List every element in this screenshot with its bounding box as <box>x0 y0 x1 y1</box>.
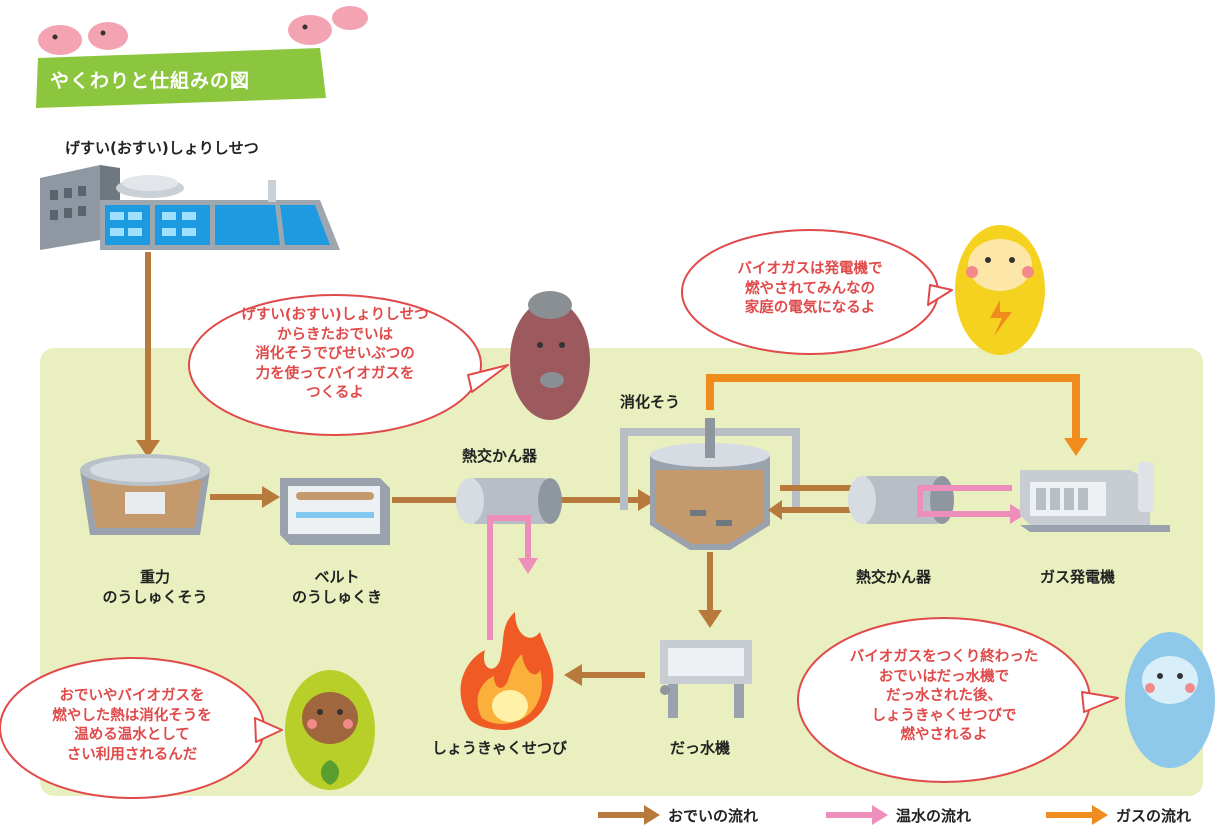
bubble-line: からきたおでいは <box>277 326 393 343</box>
bubble-sludge-after-text: バイオガスをつくり終わった おでいはだっ水機で だっ水された後、 しょうきゃくせ… <box>804 648 1084 746</box>
heat-exchanger-top-illustration <box>456 478 562 524</box>
incinerator-fire-illustration <box>460 612 554 730</box>
belt-thickener-illustration <box>280 478 390 545</box>
bubble-line: 消化そうでびせいぶつの <box>255 346 415 363</box>
legend-hot-water-label: 温水の流れ <box>896 807 972 825</box>
bubble-line: 力を使ってバイオガスを <box>255 365 415 382</box>
bubble-line: だっ水された後、 <box>886 688 1002 705</box>
dewatering-label: だっ水機 <box>670 739 731 757</box>
bubble-line: 燃やされるよ <box>900 727 988 744</box>
bubble-line: げすい(おすい)しょりしせつ <box>241 307 429 323</box>
gravity-thickener-label-line2: のうしゅくそう <box>102 588 208 607</box>
purple-mascot <box>510 291 590 420</box>
bubble-line: つくるよ <box>306 385 364 402</box>
gravity-thickener-illustration <box>80 454 210 535</box>
bubble-line: 燃やされてみんなの <box>744 280 876 297</box>
belt-thickener-label-line2: のうしゅくき <box>291 588 382 607</box>
legend-gas-label: ガスの流れ <box>1116 807 1192 825</box>
digester-illustration <box>620 418 800 550</box>
gas-flow-digester-to-generator <box>706 374 1080 440</box>
digester-label: 消化そう <box>620 393 681 411</box>
bubble-line: バイオガスは発電機で <box>737 261 883 277</box>
gravity-thickener-label-line1: 重力 <box>139 568 170 586</box>
bubble-heat-reuse-text: おでいやバイオガスを 燃やした熱は消化そうを 温める温水として さい利用されるん… <box>12 687 252 765</box>
speech-bubble-digester <box>188 294 482 436</box>
hot-water-flow-heat-exchanger-top <box>487 515 531 640</box>
bubble-line: しょうきゃくせつびで <box>871 707 1017 724</box>
incinerator-label: しょうきゃくせつび <box>432 739 568 757</box>
hot-water-flow-generator-to-exchanger <box>917 485 1012 517</box>
bird-mascots-decor <box>38 6 368 55</box>
bubble-line: おでいはだっ水機で <box>878 668 1010 685</box>
sewage-plant-illustration <box>40 165 340 250</box>
title-banner-shape <box>36 48 326 108</box>
bubble-line: 燃やした熱は消化そうを <box>52 707 212 724</box>
heat-exchanger-right-label: 熱交かん器 <box>856 568 932 586</box>
bubble-line: 家庭の電気になるよ <box>744 300 876 317</box>
sewage-plant-label: げすい(おすい)しょりしせつ <box>65 139 259 157</box>
gravity-thickener-label: 重力 のうしゅくそう <box>80 567 230 608</box>
blue-mascot <box>1125 632 1215 768</box>
dewatering-machine-illustration <box>660 640 752 718</box>
bubble-line: おでいやバイオガスを <box>59 688 205 704</box>
bubble-line: バイオガスをつくり終わった <box>849 649 1039 665</box>
green-mascot <box>285 670 375 790</box>
legend <box>598 805 1108 825</box>
bubble-biogas-power-text: バイオガスは発電機で 燃やされてみんなの 家庭の電気になるよ <box>690 260 930 319</box>
belt-thickener-label-line1: ベルト <box>314 568 360 586</box>
bubble-line: 温める温水として <box>74 727 190 744</box>
gas-generator-label: ガス発電機 <box>1040 568 1116 586</box>
title-banner: やくわりと仕組みの図 <box>50 70 251 92</box>
bubble-digester-text: げすい(おすい)しょりしせつ からきたおでいは 消化そうでびせいぶつの 力を使っ… <box>195 306 475 404</box>
gas-generator-illustration <box>1020 462 1170 532</box>
yellow-mascot <box>955 225 1045 355</box>
belt-thickener-label: ベルト のうしゅくき <box>262 567 412 608</box>
legend-sludge-label: おでいの流れ <box>668 807 759 825</box>
bubble-line: さい利用されるんだ <box>66 746 198 763</box>
heat-exchanger-top-label: 熱交かん器 <box>462 447 538 465</box>
